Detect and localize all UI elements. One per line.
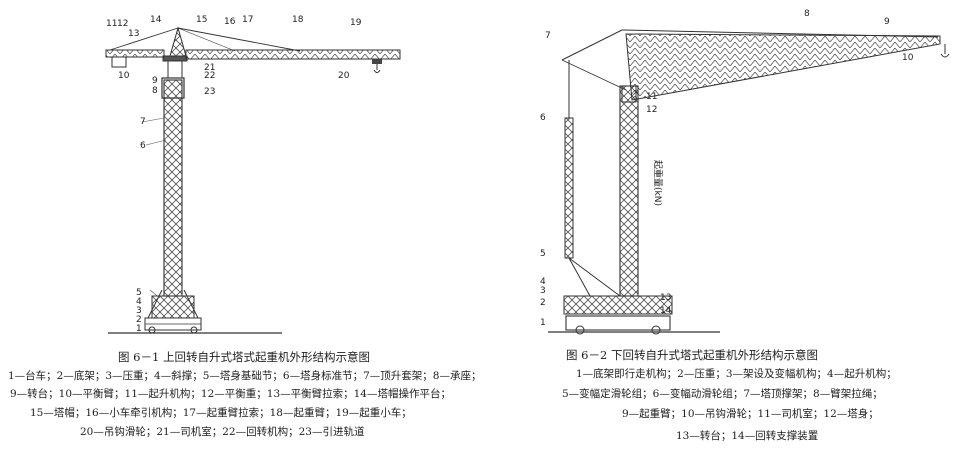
right-callout-5: 5 (540, 249, 546, 259)
left-callout-10: 10 (118, 71, 130, 81)
left-legend-line-2: 9—转台；10—平衡臂；11—起升机构；12—平衡重；13—平衡臂拉索；14—塔… (10, 388, 451, 400)
right-crane-drawing: 7 8 9 10 11 12 6 5 4 3 2 1 13 14 起重量(kN) (540, 9, 950, 335)
left-callout-12: 12 (117, 19, 128, 29)
right-legend-line-2: 5—变幅定滑轮组；6—变幅动滑轮组；7—塔顶撑架；8—臂架拉绳； (562, 388, 883, 400)
right-callout-1: 1 (540, 318, 546, 328)
left-crane-drawing: 11 12 13 14 15 16 17 18 19 20 10 21 22 2… (105, 15, 401, 334)
left-callout-16: 16 (224, 17, 236, 27)
left-callout-11: 11 (106, 19, 117, 29)
left-legend-line-4: 20—吊钩滑轮；21—司机室；22—回转机构；23—引进轨道 (80, 426, 365, 438)
left-callout-1: 1 (136, 324, 142, 334)
left-callout-8: 8 (152, 86, 158, 96)
right-figure-caption: 图 6－2 下回转自升式塔式起重机外形结构示意图 (566, 348, 818, 362)
left-callout-22: 22 (204, 71, 215, 81)
right-callout-11: 11 (646, 92, 657, 102)
right-callout-8: 8 (804, 9, 810, 19)
left-callout-15: 15 (196, 15, 207, 25)
left-callout-17: 17 (242, 15, 253, 25)
right-callout-7: 7 (545, 31, 551, 41)
right-callout-10: 10 (902, 53, 914, 63)
right-callout-6: 6 (540, 113, 546, 123)
left-callout-18: 18 (292, 15, 304, 25)
left-callout-9: 9 (152, 76, 158, 86)
left-callout-13: 13 (128, 29, 139, 39)
right-callout-13: 13 (660, 293, 671, 303)
left-callout-2: 2 (136, 315, 142, 325)
left-legend-line-3: 15—塔帽；16—小车牵引机构；17—起重臂拉索；18—起重臂；19—起重小车； (30, 407, 412, 419)
left-callout-4: 4 (136, 297, 142, 307)
right-callout-12: 12 (646, 105, 657, 115)
left-callout-7: 7 (140, 117, 146, 127)
left-figure-caption: 图 6－1 上回转自升式塔式起重机外形结构示意图 (118, 350, 370, 364)
right-legend-line-3: 9—起重臂；10—吊钩滑轮；11—司机室；12—塔身； (622, 408, 879, 420)
left-callout-20: 20 (338, 71, 350, 81)
left-callout-14: 14 (150, 15, 162, 25)
left-callout-3: 3 (136, 306, 142, 316)
right-legend-line-1: 1—底架即行走机构；2—压重；3—架设及变幅机构；4—起升机构； (576, 368, 897, 380)
left-callout-19: 19 (350, 18, 362, 28)
right-callout-3: 3 (540, 286, 546, 296)
left-legend-line-1: 1—台车；2—底架；3—压重；4—斜撑；5—塔身基础节；6—塔身标准节；7—顶升… (8, 370, 482, 382)
right-legend-line-4: 13—转台；14—回转支撑装置 (676, 430, 819, 442)
left-callout-23: 23 (204, 87, 215, 97)
left-callout-21: 21 (204, 63, 215, 73)
right-callout-2: 2 (540, 298, 546, 308)
left-callout-6: 6 (140, 141, 146, 151)
left-callout-5: 5 (136, 288, 142, 298)
right-callout-14: 14 (660, 306, 672, 316)
right-callout-9: 9 (884, 17, 890, 27)
right-callout-4: 4 (540, 277, 546, 287)
right-axis-text: 起重量(kN) (652, 160, 664, 206)
